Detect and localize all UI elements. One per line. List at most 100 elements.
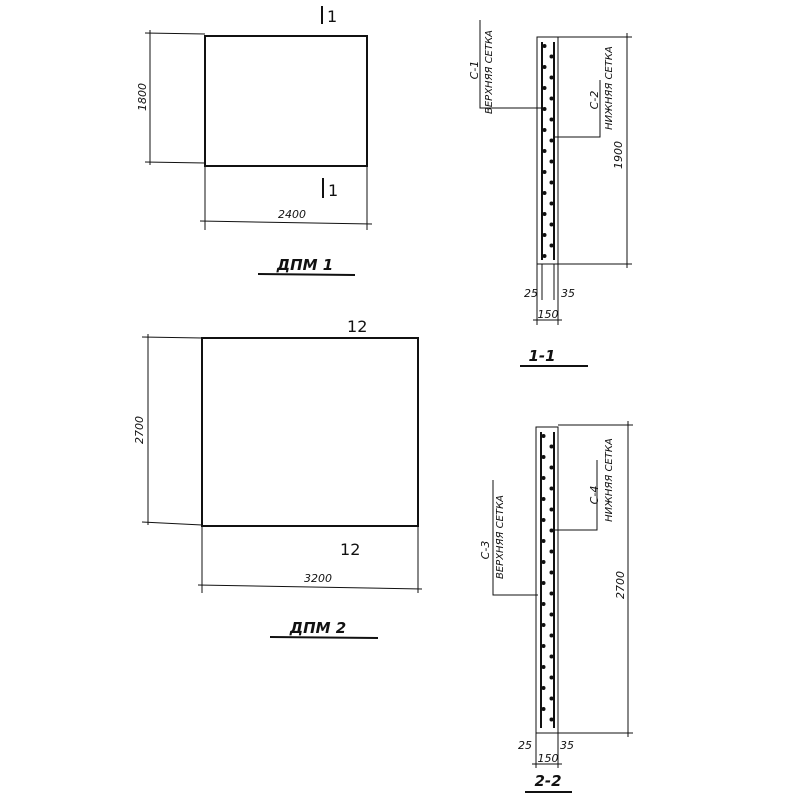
extension-line xyxy=(141,336,203,339)
width-dimension-line xyxy=(197,584,423,590)
section-mark-label: 12 xyxy=(347,317,367,336)
rebar-dot xyxy=(549,633,554,638)
rebar-dot xyxy=(542,254,547,258)
rebar-dot xyxy=(549,201,554,206)
rebar-dot xyxy=(549,465,554,470)
rebar-dot xyxy=(541,686,546,690)
upper-mesh-label: ВЕРХНЯЯ СЕТКА xyxy=(495,495,506,579)
rebar-dot xyxy=(541,560,546,564)
rebar-dot xyxy=(549,612,554,617)
rebar-dot xyxy=(549,138,554,143)
section-1-1: 1900 С-1 ВЕРХНЯЯ СЕТКА С-2 НИЖНЯЯ СЕТКА … xyxy=(468,20,632,367)
extension-line xyxy=(144,32,206,35)
section-mark-prefix: 1 xyxy=(340,540,350,559)
panel-2-height: 2700 xyxy=(133,416,146,444)
section-1-outline xyxy=(536,36,559,265)
rebar-dot xyxy=(542,212,547,216)
rebar-dot xyxy=(549,54,554,59)
rebar-dot xyxy=(549,444,554,449)
rebar-dot xyxy=(549,654,554,659)
rebar-dot xyxy=(549,117,554,122)
rebar-dot xyxy=(542,233,547,237)
lower-mesh-code: С-4 xyxy=(588,486,601,505)
section-2-outline xyxy=(535,426,559,734)
section-mark-label: 12 xyxy=(340,540,360,559)
rebar-dot xyxy=(541,665,546,669)
lower-mesh-leader xyxy=(555,80,601,138)
rebar-dot xyxy=(549,75,554,80)
rebar-dot xyxy=(542,149,547,153)
upper-mesh-leader xyxy=(479,20,541,109)
rebar-dot xyxy=(542,128,547,132)
panel-1-title: ДПМ 1 xyxy=(276,256,334,274)
rebar-dot xyxy=(541,476,546,480)
title-underline xyxy=(269,636,379,639)
section-mark-number: 2 xyxy=(357,317,367,336)
rebar-dot xyxy=(541,497,546,501)
rebar-dot xyxy=(541,623,546,627)
rebar-dot xyxy=(542,86,547,90)
rebar-dot xyxy=(549,96,554,101)
lower-mesh-label: НИЖНЯЯ СЕТКА xyxy=(604,438,615,522)
width-dimension-line xyxy=(199,220,373,225)
panel-2-title: ДПМ 2 xyxy=(289,619,347,637)
cover-bottom: 35 xyxy=(561,287,575,300)
section-1-thickness: 150 xyxy=(538,308,559,321)
rebar-dot xyxy=(542,191,547,195)
extension-line xyxy=(141,521,203,526)
rebar-dot xyxy=(541,434,546,438)
lower-mesh-code: С-2 xyxy=(588,91,601,110)
upper-mesh-code: С-3 xyxy=(479,541,492,560)
rebar-dot xyxy=(549,507,554,512)
rebar-dot xyxy=(549,570,554,575)
rebar-dot xyxy=(542,44,547,48)
cover-top: 25 xyxy=(524,287,538,300)
upper-mesh-code: С-1 xyxy=(468,61,481,80)
section-2-2: 2700 С-3 ВЕРХНЯЯ СЕТКА С-4 НИЖНЯЯ СЕТКА … xyxy=(479,421,633,793)
upper-mesh-label: ВЕРХНЯЯ СЕТКА xyxy=(484,30,495,114)
rebar-dot xyxy=(549,549,554,554)
rebar-dot xyxy=(549,717,554,722)
rebar-dot xyxy=(541,539,546,543)
rebar-dot xyxy=(549,675,554,680)
rebar-dot xyxy=(541,581,546,585)
rebar-dot xyxy=(549,159,554,164)
rebar-dot xyxy=(549,696,554,701)
rebar-dots xyxy=(541,434,554,722)
rebar-dot xyxy=(549,222,554,227)
panel-1-height: 1800 xyxy=(136,83,149,111)
cover-bottom: 35 xyxy=(560,739,574,752)
rebar-dot xyxy=(549,528,554,533)
rebar-dot xyxy=(541,644,546,648)
rebar-dot xyxy=(541,518,546,522)
panel-1-outline xyxy=(204,35,368,167)
cover-top: 25 xyxy=(518,739,532,752)
panel-1-width: 2400 xyxy=(278,208,306,221)
section-1-height: 1900 xyxy=(612,141,625,169)
rebar-dot xyxy=(541,602,546,606)
panel-2-plan: 2700 3200 12 12 ДПМ 2 xyxy=(133,317,423,639)
lower-mesh-label: НИЖНЯЯ СЕТКА xyxy=(604,46,615,130)
rebar-dot xyxy=(549,243,554,248)
panel-1-plan: 1800 2400 1 1 ДПМ 1 xyxy=(136,6,373,276)
rebar-dot xyxy=(542,170,547,174)
rebar-dot xyxy=(549,486,554,491)
rebar-dot xyxy=(549,180,554,185)
title-underline xyxy=(257,273,356,276)
section-mark-prefix: 1 xyxy=(347,317,357,336)
rebar-dot xyxy=(542,65,547,69)
section-mark-number: 2 xyxy=(350,540,360,559)
section-2-height: 2700 xyxy=(614,571,627,599)
extension-line xyxy=(144,161,206,164)
rebar-dot xyxy=(549,591,554,596)
upper-mesh-leader xyxy=(492,480,538,596)
section-1-title: 1-1 xyxy=(528,347,555,365)
rebar-dots xyxy=(542,44,554,258)
section-mark-label: 1 xyxy=(327,7,337,26)
panel-2-outline xyxy=(201,337,419,527)
rebar-dot xyxy=(541,707,546,711)
section-2-title: 2-2 xyxy=(534,772,561,790)
lower-mesh-leader xyxy=(555,460,598,531)
